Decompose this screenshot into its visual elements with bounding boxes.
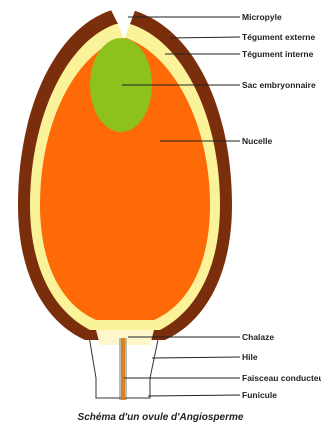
leader-funicule bbox=[148, 395, 240, 396]
faisceau-conducteur-shape bbox=[121, 338, 125, 400]
label-faisceau-conducteur: Faisceau conducteur bbox=[242, 373, 321, 383]
leader-tegument-externe bbox=[170, 37, 240, 38]
label-sac-embryonnaire: Sac embryonnaire bbox=[242, 80, 316, 90]
label-chalaze: Chalaze bbox=[242, 332, 274, 342]
label-micropyle: Micropyle bbox=[242, 12, 282, 22]
diagram-caption: Schéma d'un ovule d'Angiosperme bbox=[0, 412, 321, 423]
label-hile: Hile bbox=[242, 352, 258, 362]
label-tegument-interne: Tégument interne bbox=[242, 49, 313, 59]
label-funicule: Funicule bbox=[242, 390, 277, 400]
label-tegument-externe: Tégument externe bbox=[242, 32, 315, 42]
label-nucelle: Nucelle bbox=[242, 136, 272, 146]
leader-hile bbox=[152, 357, 240, 358]
